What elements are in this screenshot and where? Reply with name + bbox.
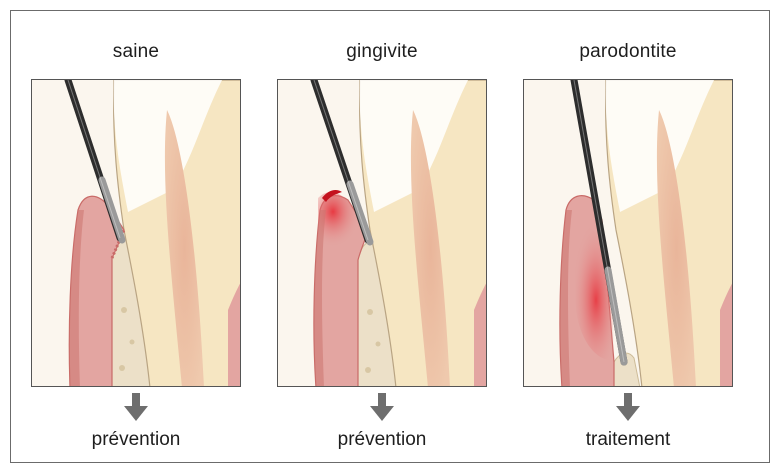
panel-caption: prévention xyxy=(19,429,253,451)
panel-gingivitis: gingivite xyxy=(265,11,499,464)
panel-caption: traitement xyxy=(511,429,745,451)
panel-caption: prévention xyxy=(265,429,499,451)
panel-periodontitis: parodontite xyxy=(511,11,745,464)
arrow-down-icon xyxy=(370,393,394,423)
panel-title: saine xyxy=(19,41,253,63)
panel-title: parodontite xyxy=(511,41,745,63)
figure-frame: saine xyxy=(10,10,770,463)
arrow-down-icon xyxy=(124,393,148,423)
illustration-healthy xyxy=(31,79,241,387)
illustration-periodontitis xyxy=(523,79,733,387)
panel-healthy: saine xyxy=(19,11,253,464)
illustration-gingivitis xyxy=(277,79,487,387)
panel-title: gingivite xyxy=(265,41,499,63)
arrow-down-icon xyxy=(616,393,640,423)
